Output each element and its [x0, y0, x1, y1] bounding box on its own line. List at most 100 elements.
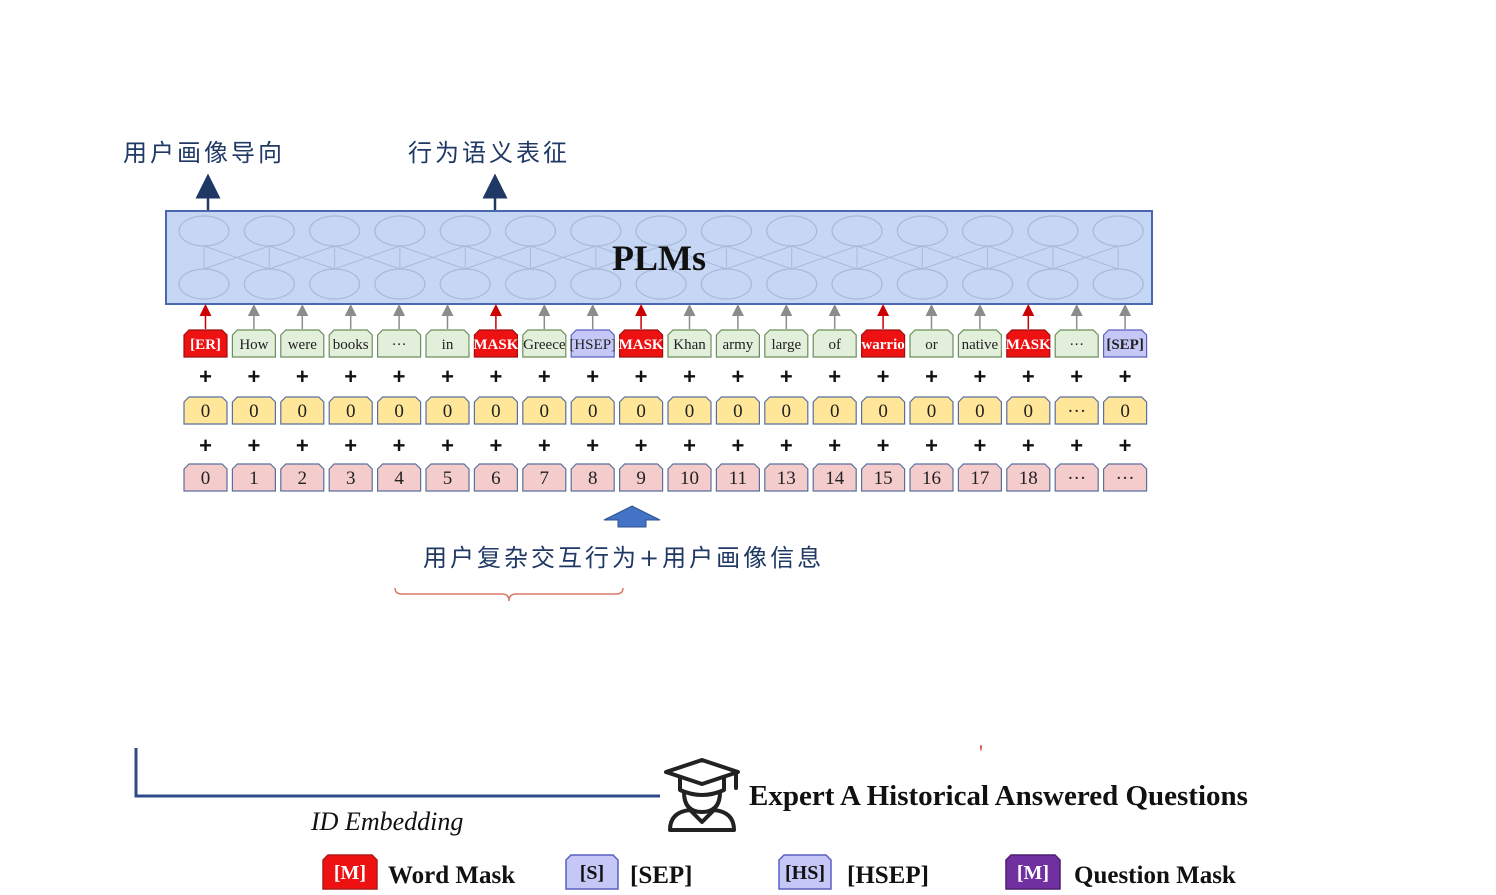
plus-sign: + — [586, 433, 599, 458]
token-box — [522, 329, 567, 358]
position-label: 6 — [491, 468, 501, 489]
token-box — [1103, 329, 1148, 358]
token-label: ··· — [392, 337, 407, 353]
position-label: 7 — [540, 468, 550, 489]
net-link — [856, 245, 923, 270]
segment-box — [715, 396, 760, 425]
segment-box — [280, 396, 325, 425]
segment-label: 0 — [201, 401, 211, 422]
plus-sign: + — [731, 364, 744, 389]
token-box — [812, 329, 857, 358]
red-tick-mark: ' — [979, 740, 983, 765]
token-label: or — [925, 337, 938, 353]
token-box — [667, 329, 712, 358]
segment-box — [764, 396, 809, 425]
plus-sign: + — [344, 433, 357, 458]
plus-sign: + — [441, 433, 454, 458]
plus-sign: + — [635, 433, 648, 458]
token-label: ··· — [1069, 337, 1084, 353]
token-label: Khan — [673, 337, 706, 353]
token-label: [SEP] — [1106, 337, 1144, 353]
position-box — [328, 463, 373, 492]
legend-swatch — [565, 854, 619, 890]
token-label: army — [722, 337, 753, 353]
plus-sign: + — [683, 433, 696, 458]
position-label: ··· — [1067, 468, 1086, 489]
segment-label: 0 — [443, 401, 453, 422]
legend-swatch — [1005, 854, 1061, 890]
user-profile-direction-label: 用户画像导向 — [123, 139, 285, 167]
token-box — [425, 329, 470, 358]
legend-label: Question Mask — [1074, 862, 1236, 889]
segment-box — [812, 396, 857, 425]
token-box — [183, 329, 228, 358]
id-embedding-label: ID Embedding — [310, 807, 463, 836]
legend-swatch-label: [HS] — [785, 862, 825, 884]
plus-sign: + — [247, 364, 260, 389]
position-label: 11 — [729, 468, 747, 489]
segment-label: 0 — [1120, 401, 1130, 422]
position-box — [667, 463, 712, 492]
position-label: 15 — [874, 468, 893, 489]
plms-title: PLMs — [612, 238, 706, 278]
plus-sign: + — [925, 433, 938, 458]
segment-label: 0 — [927, 401, 937, 422]
position-label: 5 — [443, 468, 453, 489]
segment-box — [328, 396, 373, 425]
segment-box — [473, 396, 518, 425]
net-link — [922, 245, 988, 270]
token-box — [715, 329, 760, 358]
net-link — [791, 245, 858, 270]
position-box — [715, 463, 760, 492]
position-box — [812, 463, 857, 492]
plus-sign: + — [1119, 364, 1132, 389]
token-label: How — [239, 337, 268, 353]
net-link — [530, 245, 596, 270]
position-label: 4 — [394, 468, 404, 489]
segment-box — [861, 396, 906, 425]
position-box — [861, 463, 906, 492]
plus-sign: + — [296, 364, 309, 389]
legend-swatch-label: [S] — [580, 862, 604, 884]
net-link — [269, 245, 335, 270]
token-box — [231, 329, 276, 358]
plus-sign: + — [877, 364, 890, 389]
token-box — [473, 329, 518, 358]
legend-swatch — [322, 854, 378, 890]
position-label: 9 — [636, 468, 646, 489]
token-label: native — [962, 337, 999, 353]
segment-label: 0 — [298, 401, 308, 422]
position-label: ··· — [1116, 468, 1135, 489]
plus-sign: + — [780, 364, 793, 389]
plus-sign: + — [877, 433, 890, 458]
segment-box — [1054, 396, 1099, 425]
token-label: of — [828, 337, 841, 353]
plus-sign: + — [489, 364, 502, 389]
token-label: warrio — [861, 337, 904, 353]
plm-network-lines — [178, 215, 1144, 300]
position-box — [909, 463, 954, 492]
plus-sign: + — [441, 364, 454, 389]
token-box — [377, 329, 422, 358]
segment-box — [377, 396, 422, 425]
position-box — [280, 463, 325, 492]
token-box — [909, 329, 954, 358]
token-label: [ER] — [190, 337, 221, 353]
segment-label: 0 — [491, 401, 501, 422]
input-brace — [394, 587, 624, 602]
legend-swatch-label: [M] — [1017, 862, 1049, 884]
segment-label: 0 — [540, 401, 550, 422]
segment-label: 0 — [394, 401, 404, 422]
net-link — [334, 245, 401, 270]
plus-sign: + — [1119, 433, 1132, 458]
plus-sign: + — [199, 433, 212, 458]
token-box — [328, 329, 373, 358]
position-box — [425, 463, 470, 492]
legend-swatch-label: [M] — [334, 862, 366, 884]
net-link — [1052, 245, 1119, 270]
graduation-teacher-icon — [664, 758, 740, 832]
plus-sign: + — [538, 364, 551, 389]
position-label: 2 — [298, 468, 308, 489]
